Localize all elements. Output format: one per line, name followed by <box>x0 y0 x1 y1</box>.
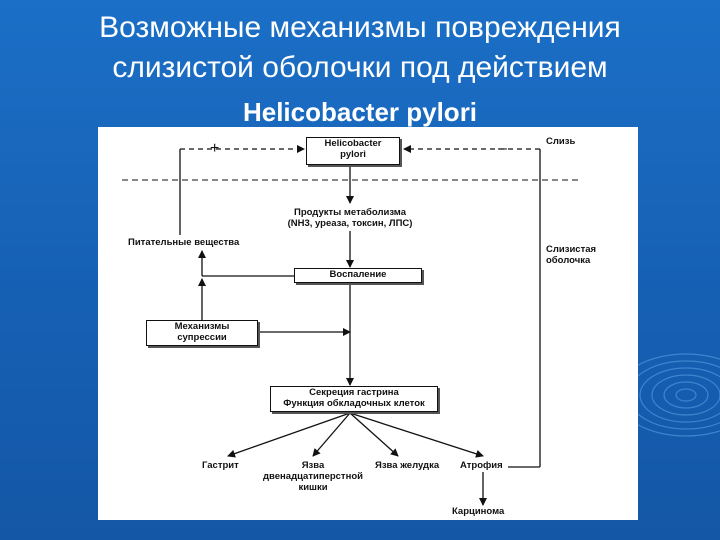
arrow-to-gastric-ulcer <box>349 412 399 457</box>
title-line-3: Helicobacter pylori <box>242 97 478 127</box>
duodenal-ulcer-line-1: Язва <box>301 460 325 471</box>
title-line-1: Возможные механизмы повреждения <box>99 11 621 44</box>
gastritis-label: Гастрит <box>202 460 239 471</box>
nutrients-label: Питательные вещества <box>128 237 240 248</box>
minus-sign: – <box>498 140 507 157</box>
slide-title: Возможные механизмы повреждения слизисто… <box>0 8 720 134</box>
gastric-ulcer-label: Язва желудка <box>375 460 440 471</box>
duodenal-ulcer-line-2: двенадцатиперстной <box>263 471 363 482</box>
duodenal-ulcer-line-3: кишки <box>298 482 328 493</box>
suppression-box: Механизмы супрессии <box>146 320 258 346</box>
metabolism-line-2: (NH3, уреаза, токсин, ЛПС) <box>287 218 413 229</box>
hp-box-line-1: Helicobacter <box>324 138 382 149</box>
hp-box-line-2: pylori <box>340 149 366 160</box>
metabolism-line-1: Продукты метаболизма <box>293 207 406 218</box>
carcinoma-label: Карцинома <box>452 506 505 517</box>
arrow-to-gastritis <box>227 412 351 458</box>
secretion-box: Секреция гастрина Функция обкладочных кл… <box>270 386 438 412</box>
secretion-box-line-2: Функция обкладочных клеток <box>283 398 425 409</box>
mucosa-label: Слизистая оболочка <box>546 244 596 266</box>
suppression-box-line-1: Механизмы <box>174 321 230 332</box>
diagram-connectors <box>122 145 578 506</box>
atrophy-label: Атрофия <box>460 460 503 471</box>
mechanism-diagram: Helicobacter pylori + – Слизь Слизистая … <box>98 127 638 520</box>
plus-sign: + <box>210 140 220 157</box>
mucosa-label-line-2: оболочка <box>546 255 591 266</box>
inflammation-box-label: Воспаление <box>329 269 387 280</box>
inflammation-box: Воспаление <box>294 268 422 283</box>
metabolism-products-label: Продукты метаболизма (NH3, уреаза, токси… <box>270 207 430 229</box>
hp-box: Helicobacter pylori <box>306 137 400 165</box>
arrow-to-atrophy <box>349 412 484 458</box>
suppression-box-line-2: супрессии <box>177 332 227 343</box>
duodenal-ulcer-label: Язва двенадцатиперстной кишки <box>258 460 368 493</box>
secretion-box-line-1: Секреция гастрина <box>309 387 399 398</box>
mucosa-label-line-1: Слизистая <box>546 244 597 255</box>
title-line-2: слизистой оболочки под действием <box>112 51 608 84</box>
arrow-to-duodenal-ulcer <box>312 412 351 457</box>
mucus-label: Слизь <box>546 136 576 147</box>
